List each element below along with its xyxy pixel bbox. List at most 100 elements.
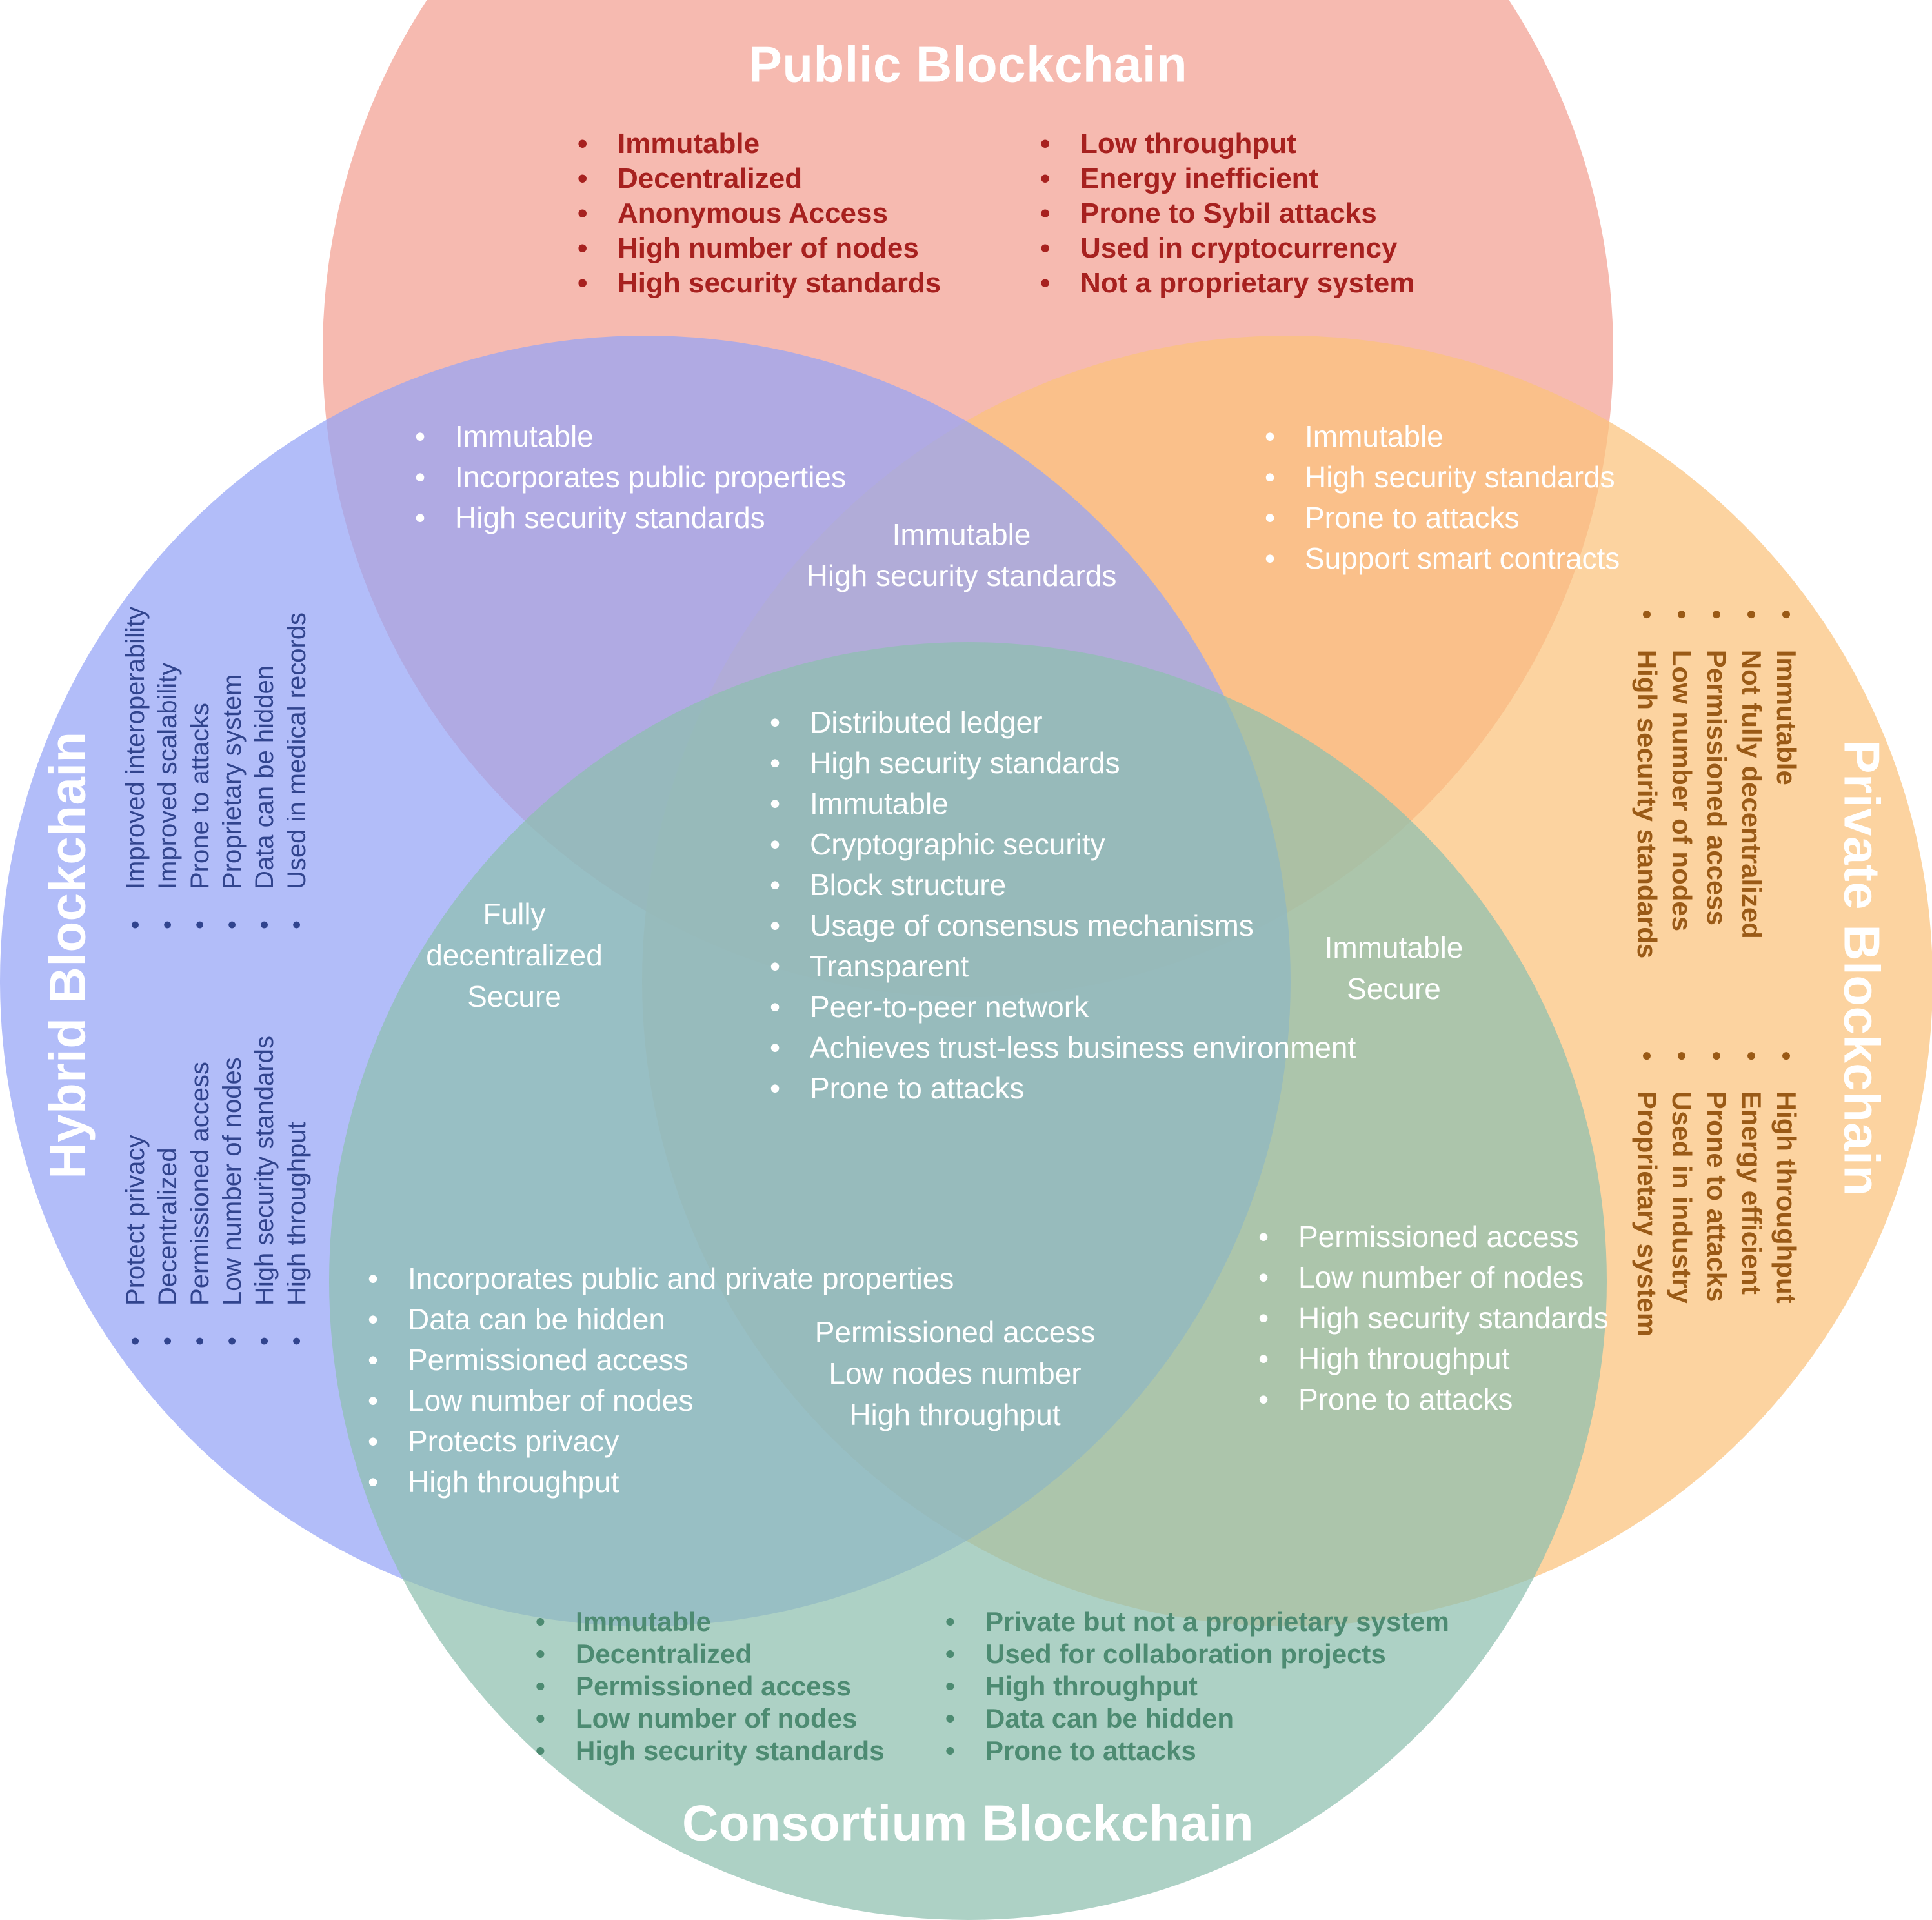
overlap-line: Secure (1347, 972, 1441, 1005)
list-item: Support smart contracts (1265, 538, 1620, 579)
list-item: Low number of nodes (1258, 1257, 1584, 1298)
list-item: Prone to Sybil attacks (1040, 196, 1414, 231)
list-item: Anonymous Access (578, 196, 941, 231)
private-consortium-overlap: Permissioned access Low number of nodes … (1258, 1217, 1609, 1420)
list-item: Data can be hidden (368, 1299, 755, 1340)
list-item: Immutable (415, 416, 686, 457)
list-item: Data can be hidden (248, 607, 281, 929)
list-item: Block structure (770, 865, 1183, 905)
list-item: High security standards (248, 1036, 281, 1346)
list-item: Improved scalability (152, 607, 184, 929)
list-item: High throughput (1769, 1051, 1804, 1337)
list-item: Immutable (770, 783, 1183, 824)
hybrid-traits-lower: Protect privacy Decentralized Permission… (119, 1036, 313, 1346)
list-item: High throughput (1258, 1339, 1555, 1379)
list-item: High throughput (368, 1462, 755, 1502)
list-item: Used in medical records (281, 607, 313, 929)
public-private-overlap: Immutable High security standards Prone … (1265, 416, 1620, 579)
list-item: Permissioned access (368, 1340, 755, 1380)
list-item: Protect privacy (119, 1036, 152, 1346)
list-item: Immutable (536, 1606, 884, 1638)
list-item: High security standards (536, 1735, 884, 1767)
list-item: Incorporates public and private properti… (368, 1258, 954, 1299)
list-item: Permissioned access (536, 1670, 884, 1703)
list-item: Prone to attacks (1265, 498, 1549, 538)
list-item: Permissioned access (1699, 610, 1734, 958)
list-item: Prone to attacks (184, 607, 216, 929)
overlap-line: Immutable (892, 518, 1031, 551)
consortium-traits-right: Private but not a proprietary system Use… (945, 1606, 1449, 1767)
list-item: Used for collaboration projects (945, 1638, 1449, 1670)
private-traits-lower: High throughput Energy efficient Prone t… (1629, 1051, 1804, 1337)
list-item: High security standards (578, 266, 941, 301)
list-item: Prone to attacks (1699, 1051, 1734, 1337)
list-item: Energy inefficient (1040, 161, 1414, 196)
overlap-line: Fully (483, 897, 546, 931)
list-item: Proprietary system (216, 607, 248, 929)
list-item: Proprietary system (1629, 1051, 1664, 1337)
consortium-traits-left: Immutable Decentralized Permissioned acc… (536, 1606, 884, 1767)
list-item: Prone to attacks (770, 1068, 1183, 1109)
list-item: High security standards (770, 743, 1183, 783)
list-item: Low number of nodes (1664, 610, 1699, 958)
list-item: Not fully decentralized (1734, 610, 1769, 958)
list-item: High throughput (281, 1036, 313, 1346)
list-item: Permissioned access (184, 1036, 216, 1346)
list-item: High security standards (1258, 1298, 1609, 1339)
list-item: Peer-to-peer network (770, 987, 1183, 1027)
public-private-consortium-overlap: Immutable Secure (1325, 927, 1464, 1009)
hybrid-private-consortium-overlap: Permissioned access Low nodes number Hig… (815, 1311, 1096, 1435)
public-blockchain-title: Public Blockchain (748, 35, 1188, 93)
hybrid-consortium-overlap: Incorporates public and private properti… (368, 1258, 954, 1502)
list-item: Prone to attacks (1258, 1379, 1555, 1420)
list-item: Used in industry (1664, 1051, 1699, 1337)
list-item: Cryptographic security (770, 824, 1183, 865)
list-item: Transparent (770, 946, 1183, 987)
overlap-line: Secure (467, 980, 561, 1013)
list-item: High throughput (945, 1670, 1449, 1703)
list-item: Used in cryptocurrency (1040, 231, 1414, 266)
list-item: High security standards (1629, 610, 1664, 958)
list-item: Protects privacy (368, 1421, 755, 1462)
public-traits-left: Immutable Decentralized Anonymous Access… (578, 126, 941, 301)
overlap-line: Low nodes number (829, 1357, 1082, 1390)
public-hybrid-overlap: Immutable Incorporates public properties… (415, 416, 846, 538)
list-item: Distributed ledger (770, 702, 1183, 743)
hybrid-blockchain-title: Hybrid Blockchain (39, 731, 96, 1179)
overlap-line: decentralized (426, 938, 603, 972)
list-item: Immutable (578, 126, 941, 161)
list-item: Incorporates public properties (415, 457, 846, 498)
list-item: Low number of nodes (536, 1703, 884, 1735)
overlap-line: Immutable (1324, 931, 1464, 964)
list-item: High security standards (415, 498, 765, 538)
list-item: Decentralized (536, 1638, 884, 1670)
overlap-line: High throughput (849, 1398, 1061, 1431)
list-item: Decentralized (578, 161, 941, 196)
consortium-blockchain-title: Consortium Blockchain (682, 1794, 1254, 1852)
public-traits-right: Low throughput Energy inefficient Prone … (1040, 126, 1414, 301)
list-item: Decentralized (152, 1036, 184, 1346)
list-item: High number of nodes (578, 231, 941, 266)
list-item: Not a proprietary system (1040, 266, 1414, 301)
list-item: Achieves trust-less business environment (770, 1027, 1356, 1068)
list-item: Immutable (1265, 416, 1549, 457)
list-item: High security standards (1265, 457, 1615, 498)
list-item: Data can be hidden (945, 1703, 1449, 1735)
list-item: Improved interoperability (119, 607, 152, 929)
list-item: Energy efficient (1734, 1051, 1769, 1337)
all-blockchains-overlap: Distributed ledger High security standar… (770, 702, 1356, 1109)
list-item: Private but not a proprietary system (945, 1606, 1449, 1638)
overlap-line: High security standards (806, 559, 1117, 592)
list-item: Low number of nodes (216, 1036, 248, 1346)
list-item: Immutable (1769, 610, 1804, 958)
list-item: Prone to attacks (945, 1735, 1449, 1767)
hybrid-traits-upper: Improved interoperability Improved scala… (119, 607, 313, 929)
list-item: Permissioned access (1258, 1217, 1579, 1257)
list-item: Usage of consensus mechanisms (770, 905, 1254, 946)
private-blockchain-title: Private Blockchain (1833, 740, 1891, 1197)
overlap-line: Permissioned access (814, 1315, 1096, 1349)
list-item: Low throughput (1040, 126, 1414, 161)
public-private-hybrid-overlap: Immutable High security standards (807, 514, 1117, 596)
